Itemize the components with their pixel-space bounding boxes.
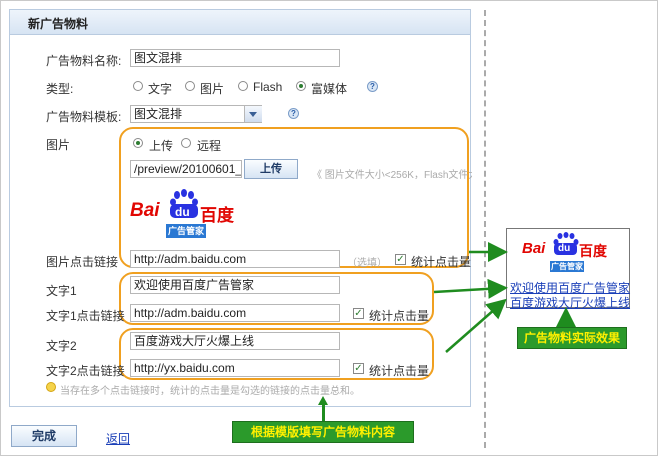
template-label: 广告物料模板: (46, 110, 122, 124)
file-path-input[interactable]: /preview/20100601_142 (130, 160, 242, 178)
preview-link-2[interactable]: 百度游戏大厅火爆上线 (510, 296, 631, 310)
panel-title: 新广告物料 (28, 17, 89, 31)
text2-stat-checkbox[interactable]: ✓ (353, 363, 364, 374)
done-button[interactable]: 完成 (11, 425, 77, 447)
type-option-image: 图片 (200, 82, 225, 96)
type-option-text: 文字 (148, 82, 173, 96)
optional-hint: （选填） (347, 258, 387, 269)
type-radio-image[interactable] (185, 81, 195, 91)
paw-icon (170, 189, 198, 206)
chevron-down-icon[interactable] (244, 106, 262, 122)
logo-bai: Bai (130, 200, 160, 221)
logo-baidu-cn: 百度 (200, 206, 234, 225)
text2-highlight-box (119, 328, 434, 380)
preview-link-1[interactable]: 欢迎使用百度广告管家 (510, 281, 631, 295)
text2-link-input[interactable]: http://yx.baidu.com (130, 359, 340, 377)
text1-link-label: 文字1点击链接 (46, 309, 125, 323)
text1-input[interactable]: 欢迎使用百度广告管家 (130, 276, 340, 294)
image-link-input[interactable]: http://adm.baidu.com (130, 250, 340, 268)
image-label: 图片 (46, 138, 71, 152)
type-label: 类型: (46, 82, 74, 96)
image-stat-checkbox[interactable]: ✓ (395, 254, 406, 265)
text1-stat-checkbox[interactable]: ✓ (353, 308, 364, 319)
type-help-icon[interactable]: ? (367, 81, 378, 92)
instruction-arrow-head (318, 396, 328, 405)
logo-sub: 广告管家 (166, 224, 206, 238)
preview-logo-du: du (558, 243, 571, 254)
upload-radio-remote[interactable] (181, 138, 191, 148)
preview-logo-baidu-cn: 百度 (579, 243, 607, 259)
upload-option-remote: 远程 (197, 139, 222, 153)
type-radio-text[interactable] (133, 81, 143, 91)
note-text: 当存在多个点击链接时，统计的点击量是勾选的链接的点击量总和。 (60, 386, 360, 397)
template-select[interactable]: 图文混排 (130, 105, 262, 123)
type-option-rich-media: 富媒体 (311, 82, 348, 96)
upload-button[interactable]: 上传 (244, 159, 298, 179)
file-size-hint: 《 图片文件大小<256K，Flash文件大小< (312, 170, 472, 181)
instruction-box: 根据模版填写广告物料内容 (232, 421, 414, 443)
instruction-arrow-line (322, 404, 325, 421)
type-option-flash: Flash (253, 80, 283, 94)
type-radio-rich-media[interactable] (296, 81, 306, 91)
preview-logo-bai: Bai (522, 240, 546, 257)
image-link-label: 图片点击链接 (46, 255, 119, 269)
text1-stat-label: 统计点击量 (369, 309, 430, 323)
arrow-text2-to-preview (445, 298, 507, 353)
type-radio-flash[interactable] (238, 81, 248, 91)
text1-link-input[interactable]: http://adm.baidu.com (130, 304, 340, 322)
preview-logo-image: Bai du 百度 广告管家 (522, 231, 612, 273)
image-stat-label: 统计点击量 (411, 255, 472, 269)
name-label: 广告物料名称: (46, 54, 122, 68)
text2-stat-label: 统计点击量 (369, 364, 430, 378)
text1-highlight-box (119, 272, 434, 325)
back-link[interactable]: 返回 (106, 432, 131, 446)
text1-label: 文字1 (46, 284, 77, 298)
text2-input[interactable]: 百度游戏大厅火爆上线 (130, 332, 340, 350)
upload-radio-local[interactable] (133, 138, 143, 148)
template-select-value: 图文混排 (134, 107, 183, 121)
logo-du: du (175, 205, 190, 219)
text2-link-label: 文字2点击链接 (46, 364, 125, 378)
arrow-text1-to-preview (433, 278, 508, 299)
template-help-icon[interactable]: ? (288, 108, 299, 119)
panel-header (9, 9, 471, 35)
dashed-divider (484, 10, 486, 448)
text2-label: 文字2 (46, 339, 77, 353)
preview-caption-box: 广告物料实际效果 (517, 327, 627, 349)
name-input[interactable]: 图文混排 (130, 49, 340, 67)
baidu-logo-image: Bai du 百度 广告管家 (130, 188, 240, 240)
lightbulb-icon (46, 382, 56, 392)
preview-logo-sub: 广告管家 (550, 261, 584, 272)
upload-option-local: 上传 (149, 139, 174, 153)
